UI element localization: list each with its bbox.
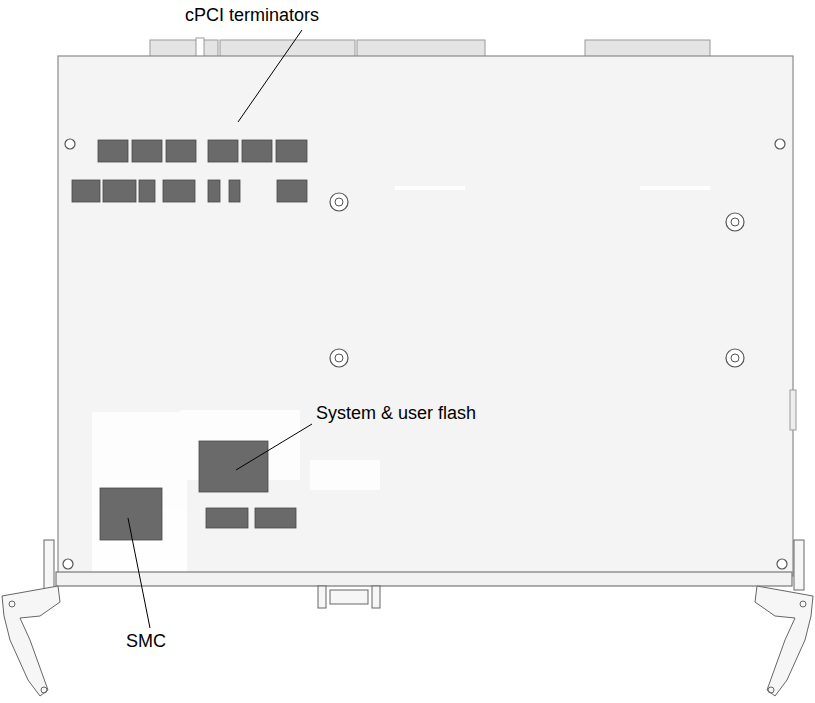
callout-label: cPCI terminators (185, 6, 319, 26)
callout-label: System & user flash (316, 404, 476, 424)
leader-lines (128, 30, 312, 628)
callout-label: SMC (126, 632, 166, 652)
